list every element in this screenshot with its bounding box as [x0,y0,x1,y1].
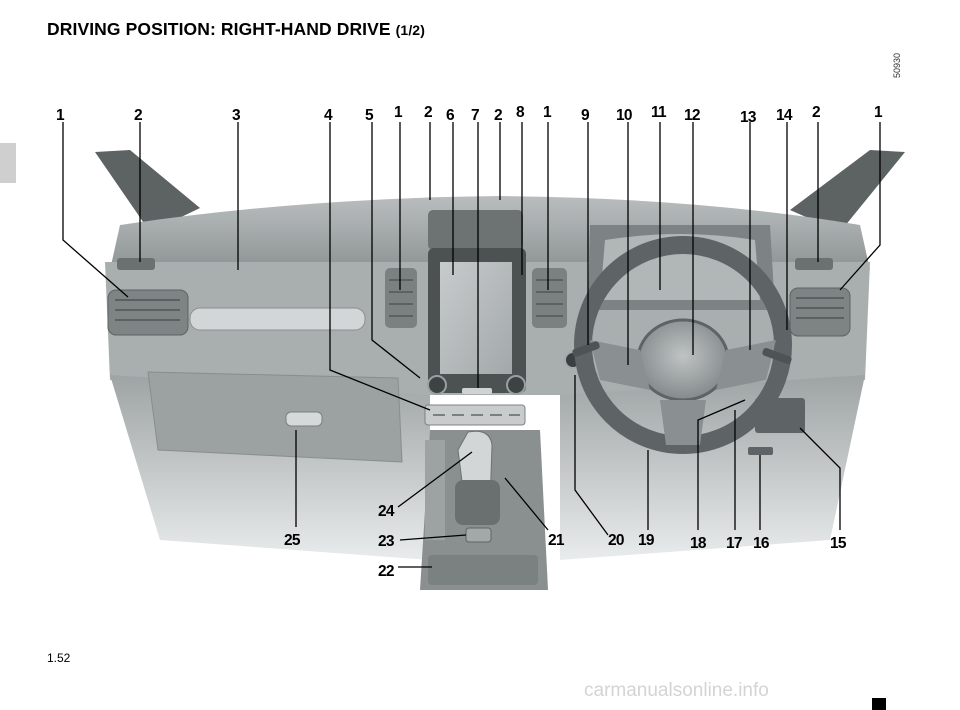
callout-label: 24 [378,503,395,520]
top-display-area [428,210,523,250]
callout-labels-top: 1 2 3 4 5 1 2 6 7 2 8 1 9 10 11 12 13 14… [56,104,884,126]
callout-label: 21 [548,532,565,549]
callout-label: 2 [812,104,820,121]
callout-label: 10 [616,107,632,124]
title-text: DRIVING POSITION: RIGHT-HAND DRIVE [47,19,391,39]
gear-boot [455,480,500,525]
callout-label: 22 [378,563,394,580]
right-demister-vent [795,258,833,270]
callout-label: 6 [446,107,455,124]
callout-label: 9 [581,107,590,124]
callout-label: 15 [830,535,847,552]
centre-bar-button [462,388,492,394]
left-a-pillar [95,150,200,232]
page-number: 1.52 [47,651,71,665]
callout-label: 4 [324,107,333,124]
callout-label: 20 [608,532,624,549]
right-side-vent [789,287,851,337]
chapter-tab [0,143,16,183]
console-left-side [425,440,445,540]
steering-wheel-spoke-left [590,340,650,390]
callout-label: 3 [232,107,241,124]
wiper-stalk [762,347,792,365]
left-demister-vent [117,258,155,270]
watermark-text: carmanualsonline.info [584,680,769,701]
title-part-indicator: (1/2) [395,22,425,38]
callout-label: 2 [134,107,142,124]
callout-label: 17 [726,535,742,552]
callout-label: 14 [776,107,793,124]
callout-label: 1 [56,107,65,124]
page-corner-mark [872,698,886,710]
page-title: DRIVING POSITION: RIGHT-HAND DRIVE (1/2) [47,19,425,40]
callout-label: 12 [684,107,700,124]
center-left-vent [385,268,417,328]
steering-wheel-spoke-right [716,340,776,390]
right-a-pillar [790,150,905,232]
callout-label: 1 [874,104,883,121]
callout-labels-bottom: 24 25 23 21 20 19 18 17 16 15 22 [284,503,848,580]
callout-label: 19 [638,532,655,549]
callout-label: 13 [740,109,757,126]
bonnet-release [748,447,773,455]
callout-label: 23 [378,533,395,550]
left-control-knob [427,375,447,395]
multimedia-screen-glass [440,262,512,374]
steering-wheel-spoke-bottom [660,400,706,445]
callout-label: 5 [365,107,374,124]
parking-brake-switch [465,527,492,543]
callout-leaders-bottom [295,375,841,568]
right-control-knob [506,375,526,395]
lighting-stalk [572,341,600,357]
callout-label: 16 [753,535,770,552]
storage-tray [428,555,538,585]
callout-label: 2 [424,104,432,121]
callout-label: 18 [690,535,707,552]
callout-label: 7 [471,107,479,124]
steering-wheel-hub [636,318,730,402]
callout-label: 25 [284,532,301,549]
center-right-vent [532,268,567,328]
callout-label: 11 [651,104,667,121]
glove-box [147,371,403,463]
callout-label: 8 [516,104,525,121]
callout-label: 1 [394,104,403,121]
callout-leaders-top [62,122,881,411]
callout-label: 2 [494,107,502,124]
switch-panel [755,398,805,433]
dash-trim-strip [189,307,366,331]
left-side-vent [107,289,189,336]
callout-label: 1 [543,104,552,121]
glove-box-handle [285,411,323,427]
